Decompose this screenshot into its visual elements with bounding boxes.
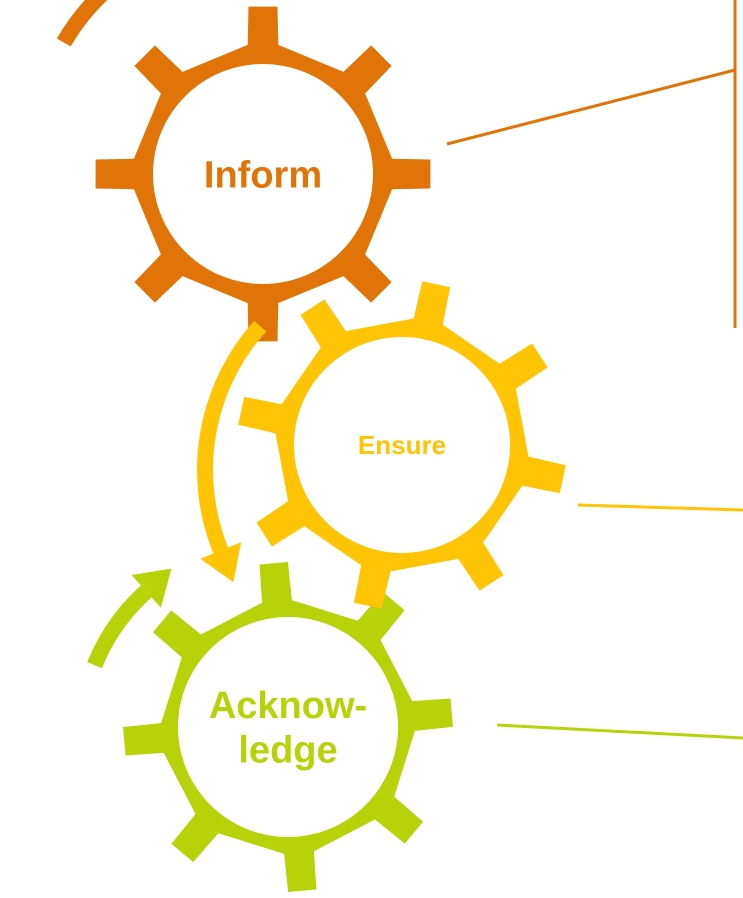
inform-rotation-arrow-icon — [56, 0, 108, 47]
gear-label-line: Acknow- — [209, 685, 367, 727]
gear-label-line: Ensure — [358, 430, 446, 460]
gear-label-line: ledge — [238, 730, 337, 772]
gear-label-acknowledge: Acknow-ledge — [209, 685, 367, 772]
connector-acknowledge — [496, 723, 743, 740]
gear-inform: Inform — [56, 0, 431, 342]
gear-icon — [123, 562, 453, 892]
gear-ensure: Ensure — [197, 281, 566, 609]
gear-icon — [95, 6, 431, 342]
connector-ensure — [577, 503, 743, 512]
gear-label-inform: Inform — [204, 154, 322, 196]
connector-lines — [446, 0, 743, 740]
acknowledge-rotation-arrow-icon — [87, 568, 172, 669]
connector-inform — [446, 0, 737, 328]
gear-label-ensure: Ensure — [358, 430, 446, 460]
ensure-rotation-arrow-icon — [197, 320, 267, 583]
gear-icon — [238, 281, 566, 609]
gear-acknowledge: Acknow-ledge — [87, 562, 453, 892]
gear-label-line: Inform — [204, 154, 322, 196]
